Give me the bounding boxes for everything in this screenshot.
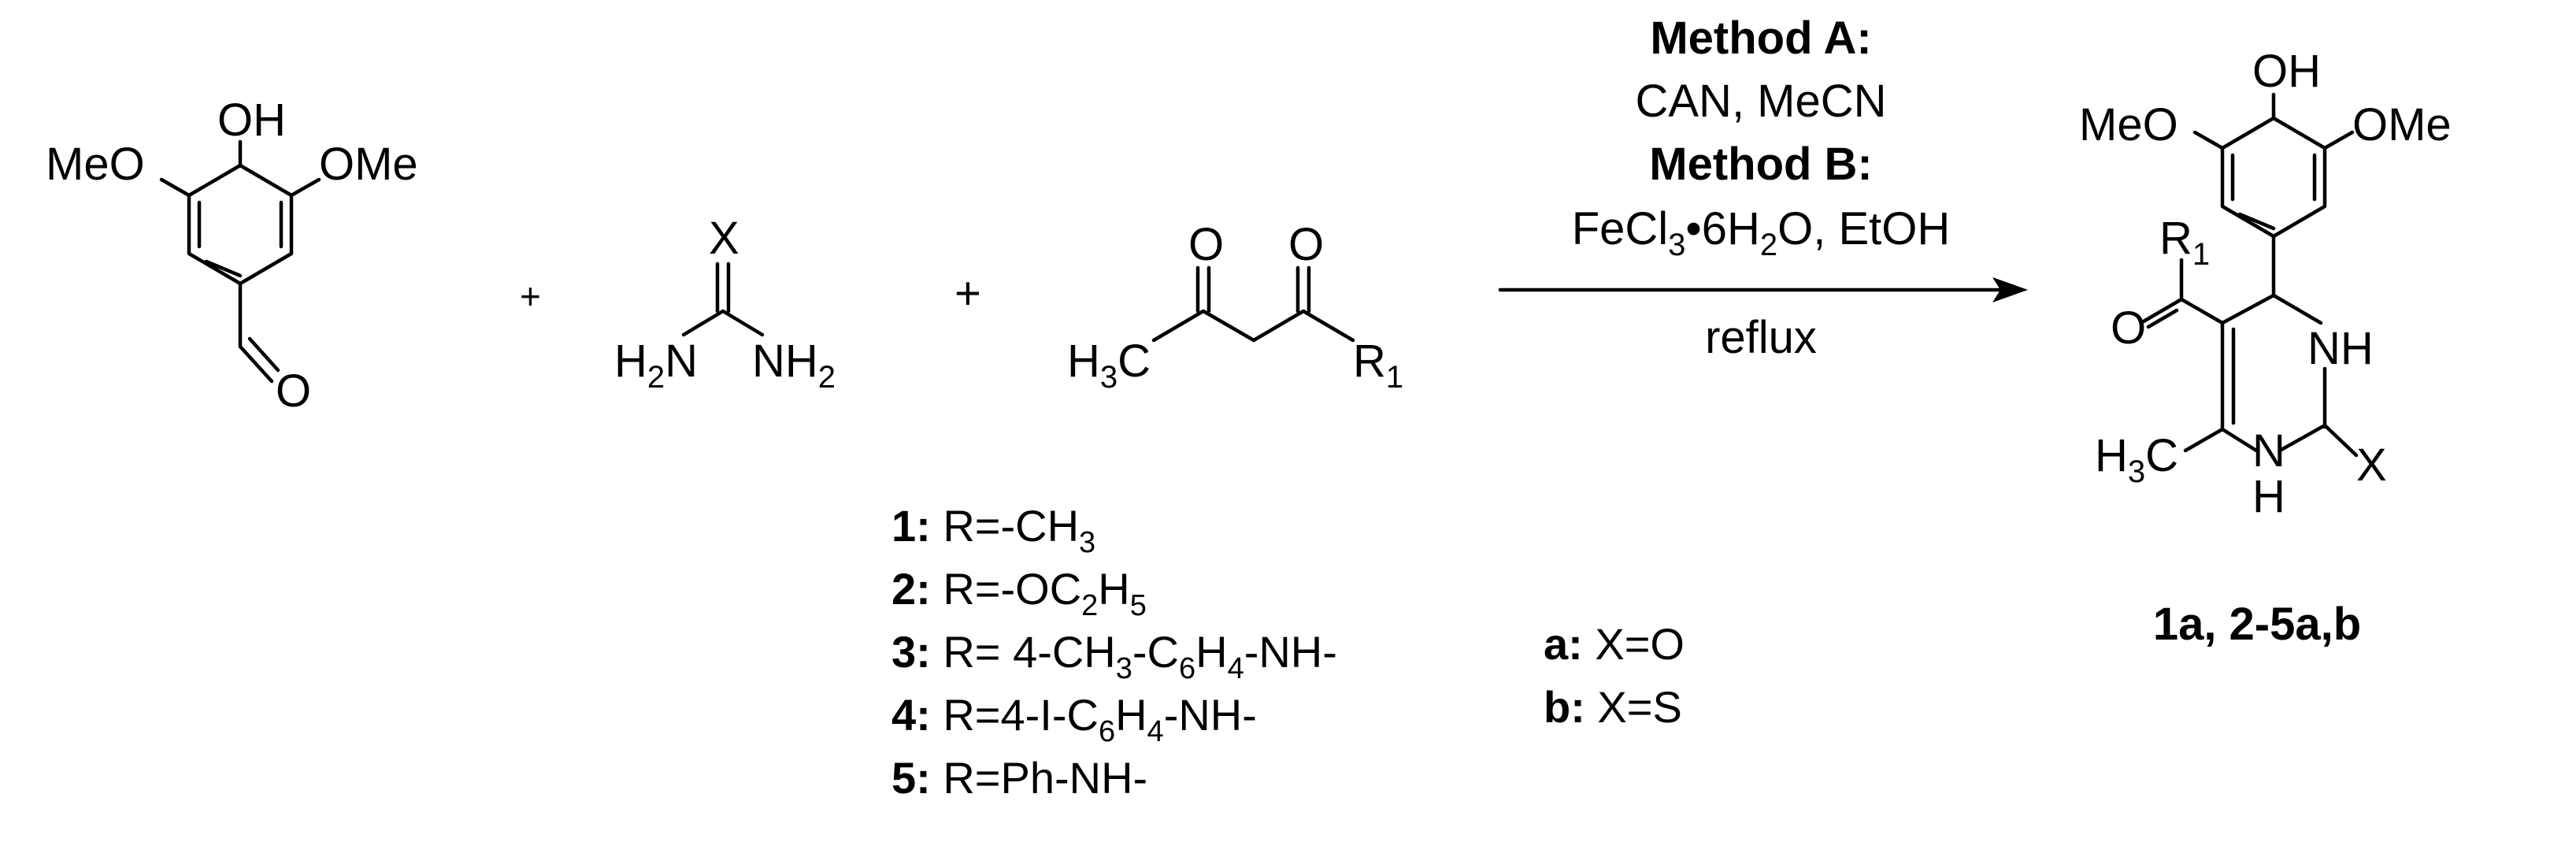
plus-sign-2: + [954, 268, 981, 319]
urea-cn-right-bond [721, 309, 765, 337]
x-legend-row: a: X=O [1544, 622, 1685, 685]
product-meo-label: MeO [2079, 99, 2178, 150]
product-aryl-double-bond [2237, 212, 2276, 231]
aldehyde-meo-label: MeO [46, 139, 145, 190]
syringaldehyde-structure: OH MeO OMe O [46, 95, 418, 417]
product-x-label: X [2356, 440, 2387, 491]
x-legend-key: b: [1544, 682, 1585, 732]
r-legend-number: 4: [891, 690, 931, 740]
x-legend-key: a: [1544, 619, 1583, 669]
product-acyl-co-double-bond [2146, 308, 2179, 329]
dicarbonyl-o1-label: O [1188, 219, 1224, 270]
r-legend-definition: R=-CH3 [943, 501, 1096, 559]
x-legend-definition: X=O [1582, 619, 1685, 669]
product-n1-h-label: H [2252, 471, 2285, 522]
aldehyde-co-bond [238, 344, 274, 384]
product-structure: OH MeO OMe R1 O NH N H H3C X 1a, 2-5a,b [2079, 46, 2452, 650]
aldehyde-meo-bond [159, 177, 191, 198]
aldehyde-ring-double-bond [204, 259, 243, 278]
r-legend-number: 2: [891, 564, 931, 614]
reaction-conditions: Method A: CAN, MeCN Method B: FeCl3•6H2O… [1498, 13, 2028, 363]
aldehyde-oh-label: OH [217, 95, 286, 146]
dicarbonyl-o2-label: O [1288, 219, 1324, 270]
product-methyl-bond [2183, 427, 2225, 453]
r-legend-row: 2: R=-OC2H5 [891, 567, 1337, 630]
urea-x-label: X [709, 213, 739, 264]
plus-sign-1: + [520, 276, 541, 317]
reflux-condition: reflux [1705, 312, 1817, 363]
dicarbonyl-r1-label: R1 [1353, 336, 1403, 395]
aldehyde-benzene-ring [187, 163, 294, 286]
method-a-heading: Method A: [1650, 13, 1871, 64]
r-legend-definition: R=-OC2H5 [943, 564, 1147, 622]
product-ring-c2-x [2322, 423, 2359, 458]
r-legend-definition: R=Ph-NH- [943, 753, 1148, 803]
product-compound-label: 1a, 2-5a,b [2153, 599, 2361, 650]
dicarbonyl-h3c-label: H3C [1067, 336, 1151, 395]
reaction-arrow-head [1992, 277, 2028, 302]
product-acyl-co-bond [2141, 297, 2184, 324]
product-oh-label: OH [2252, 46, 2321, 97]
product-nh-top-label: NH [2307, 323, 2374, 374]
product-n1-label: N [2252, 425, 2285, 477]
product-acyl-o-label: O [2111, 302, 2146, 354]
method-b-heading: Method B: [1649, 139, 1873, 190]
urea-h2n-label: H2N [614, 336, 698, 395]
r-legend-number: 3: [891, 627, 931, 677]
product-ome-label: OMe [2352, 99, 2452, 150]
aldehyde-ome-bond [289, 177, 321, 198]
x-legend-row: b: X=S [1544, 685, 1685, 748]
product-ome-bond [2322, 130, 2355, 150]
product-ring-n3-c2-n1 [2278, 366, 2327, 453]
r-legend-number: 1: [891, 501, 931, 551]
dicarbonyl-chain [1151, 309, 1355, 343]
product-r1-label: R1 [2159, 213, 2210, 272]
urea-nh2-label: NH2 [752, 336, 836, 395]
product-ring-n1-c6-c5-c4 [2220, 293, 2276, 453]
r-legend-row: 5: R=Ph-NH- [891, 756, 1337, 819]
product-acyl-bond [2179, 297, 2225, 325]
aldehyde-o-label: O [276, 365, 311, 417]
dicarbonyl-structure: O O H3C R1 [1067, 219, 1403, 395]
method-a-conditions: CAN, MeCN [1635, 76, 1886, 127]
method-b-conditions: FeCl3•6H2O, EtOH [1572, 203, 1951, 262]
product-ring-c4-n3 [2271, 293, 2323, 325]
product-meo-bond [2192, 130, 2225, 150]
urea-structure: X H2N NH2 [614, 213, 836, 395]
x-legend-definition: X=S [1585, 682, 1682, 732]
r-legend-definition: R=4-I-C6H4-NH- [943, 690, 1257, 748]
r-legend-row: 4: R=4-I-C6H4-NH- [891, 693, 1337, 756]
r-legend-row: 1: R=-CH3 [891, 504, 1337, 567]
r-legend-definition: R= 4-CH3-C6H4-NH- [943, 627, 1337, 685]
r-legend-row: 3: R= 4-CH3-C6H4-NH- [891, 630, 1337, 693]
aldehyde-ome-label: OMe [319, 139, 418, 190]
aldehyde-co-double-bond [247, 336, 280, 373]
product-h3c-label: H3C [2095, 430, 2178, 489]
urea-cn-left-bond [681, 309, 725, 337]
r-legend-number: 5: [891, 753, 931, 803]
product-aryl-ring [2220, 116, 2327, 239]
